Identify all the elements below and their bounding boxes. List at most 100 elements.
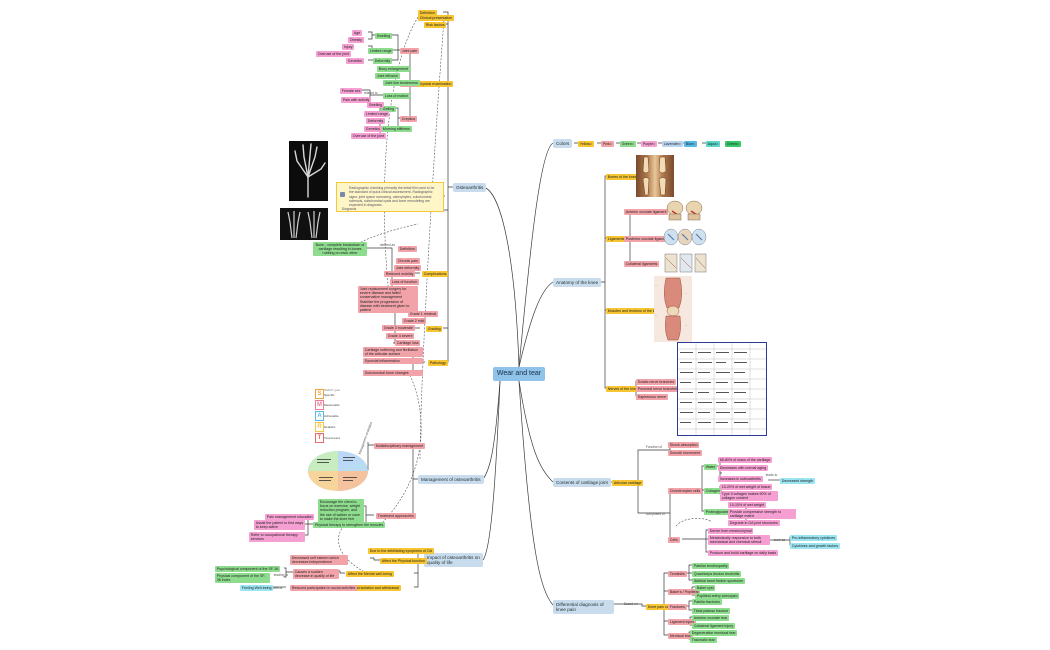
branch-anatomy[interactable]: Anatomy of the knee — [553, 278, 602, 287]
grade-4[interactable]: Grade 4 severe — [386, 333, 415, 339]
diff-item-5-2[interactable]: Collateral ligament injury — [692, 623, 735, 629]
complication-3[interactable]: Reduced mobility — [384, 271, 416, 277]
pathology-2[interactable]: Synovial inflammation — [363, 358, 423, 364]
treatment-approaches[interactable]: Treatment approaches — [376, 513, 416, 519]
k-item-11[interactable]: Genetics — [364, 126, 382, 132]
diff-item-4-2[interactable]: Tibial plateau fracture — [692, 608, 731, 614]
k-item-2[interactable]: Obesity — [348, 37, 364, 43]
contents-articular[interactable]: Articular cartilage — [612, 480, 644, 486]
osteo-physical-exam[interactable]: Physical examination — [416, 81, 454, 87]
cells-item-1[interactable]: Derive from mesenchymal — [708, 528, 754, 534]
ligament-collateral[interactable]: Collateral ligaments — [624, 261, 660, 267]
complication-6[interactable]: Stabilize the progression of disease wit… — [358, 299, 418, 314]
nerve-item-3[interactable]: Saphenous nerve — [636, 394, 668, 400]
differential-main[interactable]: Knee pain causes — [646, 604, 679, 610]
left-item-1[interactable]: Pain management education — [265, 514, 315, 520]
pathology-1[interactable]: Cartilage softening and fibrillation of … — [363, 347, 423, 358]
branch-contents[interactable]: Contents of cartilage joint — [553, 478, 611, 487]
impact-cyan-1[interactable]: Feeling Well-being — [240, 585, 274, 591]
k-item-8[interactable]: Swelling — [367, 102, 384, 108]
function-smooth[interactable]: Smooth movement — [668, 450, 702, 456]
complication-4[interactable]: Loss of function — [390, 279, 419, 285]
complication-5[interactable]: Joint replacement surgery for severe dis… — [358, 286, 418, 301]
diff-item-6-2[interactable]: Traumatic tear — [690, 637, 717, 643]
impact-green-1[interactable]: Psychological component of the SF-36 — [215, 566, 281, 572]
osteo-definition[interactable]: Definition — [418, 10, 437, 16]
impact-2[interactable]: Affect the Physical function — [380, 558, 427, 564]
definition-node[interactable]: Definition — [398, 246, 417, 252]
k-item-6[interactable]: Female sex — [340, 88, 363, 94]
k-item-4[interactable]: Overuse of the joint — [316, 51, 351, 57]
proteo-item-2[interactable]: Provide compressive strength to cartilag… — [728, 509, 796, 520]
branch-impact[interactable]: Impact of osteoarthritis on quality of l… — [424, 553, 483, 567]
water-item-1[interactable]: 65-80% of mass of the cartilage — [718, 457, 773, 463]
ligament-acl[interactable]: Anterior cruciate ligament — [624, 209, 669, 215]
osteo-risk[interactable]: Risk factors — [424, 22, 447, 28]
s-green-4[interactable]: Bony enlargement — [377, 66, 410, 72]
collagen-item-1[interactable]: 10-20% of wet weight of tissue — [720, 484, 773, 490]
color-swatch-green[interactable]: Green= — [620, 141, 636, 147]
s-green-8[interactable]: Gelling — [381, 106, 396, 112]
impact-green-2[interactable]: Physical component of the SF-36 index — [215, 573, 270, 584]
water-decreased-strength[interactable]: Decreased strength — [780, 478, 815, 484]
branch-differential[interactable]: Differential diagnosis of knee pain — [553, 600, 614, 614]
color-swatch-pink[interactable]: Pink= — [601, 141, 614, 147]
s-green-9[interactable]: Morning stiffness — [381, 126, 412, 132]
impact-5[interactable]: Causes a sudden decrease in quality of l… — [293, 569, 339, 580]
water-node[interactable]: Water — [704, 464, 718, 470]
diff-group-4[interactable]: Fractures — [668, 604, 687, 610]
diff-item-3-2[interactable]: Popliteal artery aneurysm — [695, 593, 740, 599]
cells-node[interactable]: Cells — [668, 537, 680, 543]
diff-group-5[interactable]: Ligament injury — [668, 619, 696, 625]
nerve-item-2[interactable]: Peroneal nerve branches — [636, 386, 680, 392]
impact-4[interactable]: Affect the Mental well-being — [346, 571, 394, 577]
ligament-pcl[interactable]: Posterior cruciate ligament — [624, 236, 671, 242]
k-item-9[interactable]: Limited range — [364, 111, 390, 117]
left-item-3[interactable]: Refer to occupational therapy services — [249, 532, 305, 543]
grade-3[interactable]: Grade 3 moderate — [382, 325, 415, 331]
complication-1[interactable]: Chronic pain — [396, 258, 420, 264]
chondrocytes[interactable]: Chondrocytes cells — [668, 488, 702, 494]
impact-6[interactable]: Social isolation and withdrawal — [348, 585, 401, 591]
diff-item-1-3[interactable]: Iliotibial band friction syndrome — [692, 578, 745, 584]
osteo-complications[interactable]: Complications — [422, 271, 449, 277]
anatomy-ligaments[interactable]: Ligaments — [606, 236, 627, 242]
osteo-grading[interactable]: Grading — [426, 326, 443, 332]
k-item-1[interactable]: Age — [352, 30, 362, 36]
color-swatch-yellow[interactable]: Yellow= — [578, 141, 594, 147]
management-plan[interactable]: Multidisciplinary management — [374, 443, 425, 449]
branch-management[interactable]: Management of osteoarthritis — [418, 475, 484, 484]
function-shock[interactable]: Shock absorption — [668, 442, 700, 448]
k-item-10[interactable]: Deformity — [366, 118, 385, 124]
diff-item-3-1[interactable]: Baker cyst — [695, 585, 716, 591]
s-green-3[interactable]: Deformity — [373, 58, 392, 64]
left-item-2[interactable]: Assist the patient to find ways to keep … — [254, 520, 305, 531]
impact-7[interactable]: Reduced participation in social activiti… — [290, 585, 358, 591]
anatomy-nerves[interactable]: Nerves of the knee — [606, 386, 640, 392]
color-swatch-lavender[interactable]: Lavender= — [662, 141, 683, 147]
collagen-item-2[interactable]: Type II collagen makes 90% of collagen c… — [720, 491, 778, 502]
color-swatch-blue[interactable]: Blue= — [684, 141, 697, 147]
anatomy-muscles[interactable]: Muscles and tendons of the knee — [606, 308, 663, 314]
s-green-2[interactable]: Limited range — [368, 48, 394, 54]
diff-item-1-2[interactable]: Quadriceps tendon tendinitis — [692, 571, 742, 577]
approach-2[interactable]: Physical therapy to strengthen the muscl… — [313, 522, 386, 528]
osteo-pathology[interactable]: Pathology — [428, 360, 448, 366]
diff-group-6[interactable]: Meniscal tear — [668, 633, 693, 639]
anatomy-bones[interactable]: Bones of the knee — [606, 174, 639, 180]
grade-2[interactable]: Grade 2 mild — [402, 318, 427, 324]
water-item-2[interactable]: Decreases with normal aging — [718, 465, 768, 471]
diff-item-1-1[interactable]: Patellar tendinopathy — [692, 563, 730, 569]
branch-colors[interactable]: Colors — [553, 139, 573, 148]
color-swatch-green-dark[interactable]: Green= — [725, 141, 741, 147]
such-as-item-2[interactable]: Cytokines and growth factors — [790, 543, 840, 549]
such-as-item-1[interactable]: Pro-inflammatory cytokines — [790, 535, 837, 541]
proteo-item-3[interactable]: Degrade in OA joint structures — [728, 520, 780, 526]
complication-2[interactable]: Joint deformity — [394, 265, 421, 271]
k-item-7[interactable]: Pain with activity — [341, 97, 372, 103]
s-green-5[interactable]: Joint effusion — [375, 73, 400, 79]
color-swatch-aqua[interactable]: Aqua= — [706, 141, 721, 147]
collagen-node[interactable]: Collagen — [704, 488, 722, 494]
symptom-crepitus[interactable]: Crepitus — [400, 116, 417, 122]
k-item-3[interactable]: Injury — [342, 44, 355, 50]
